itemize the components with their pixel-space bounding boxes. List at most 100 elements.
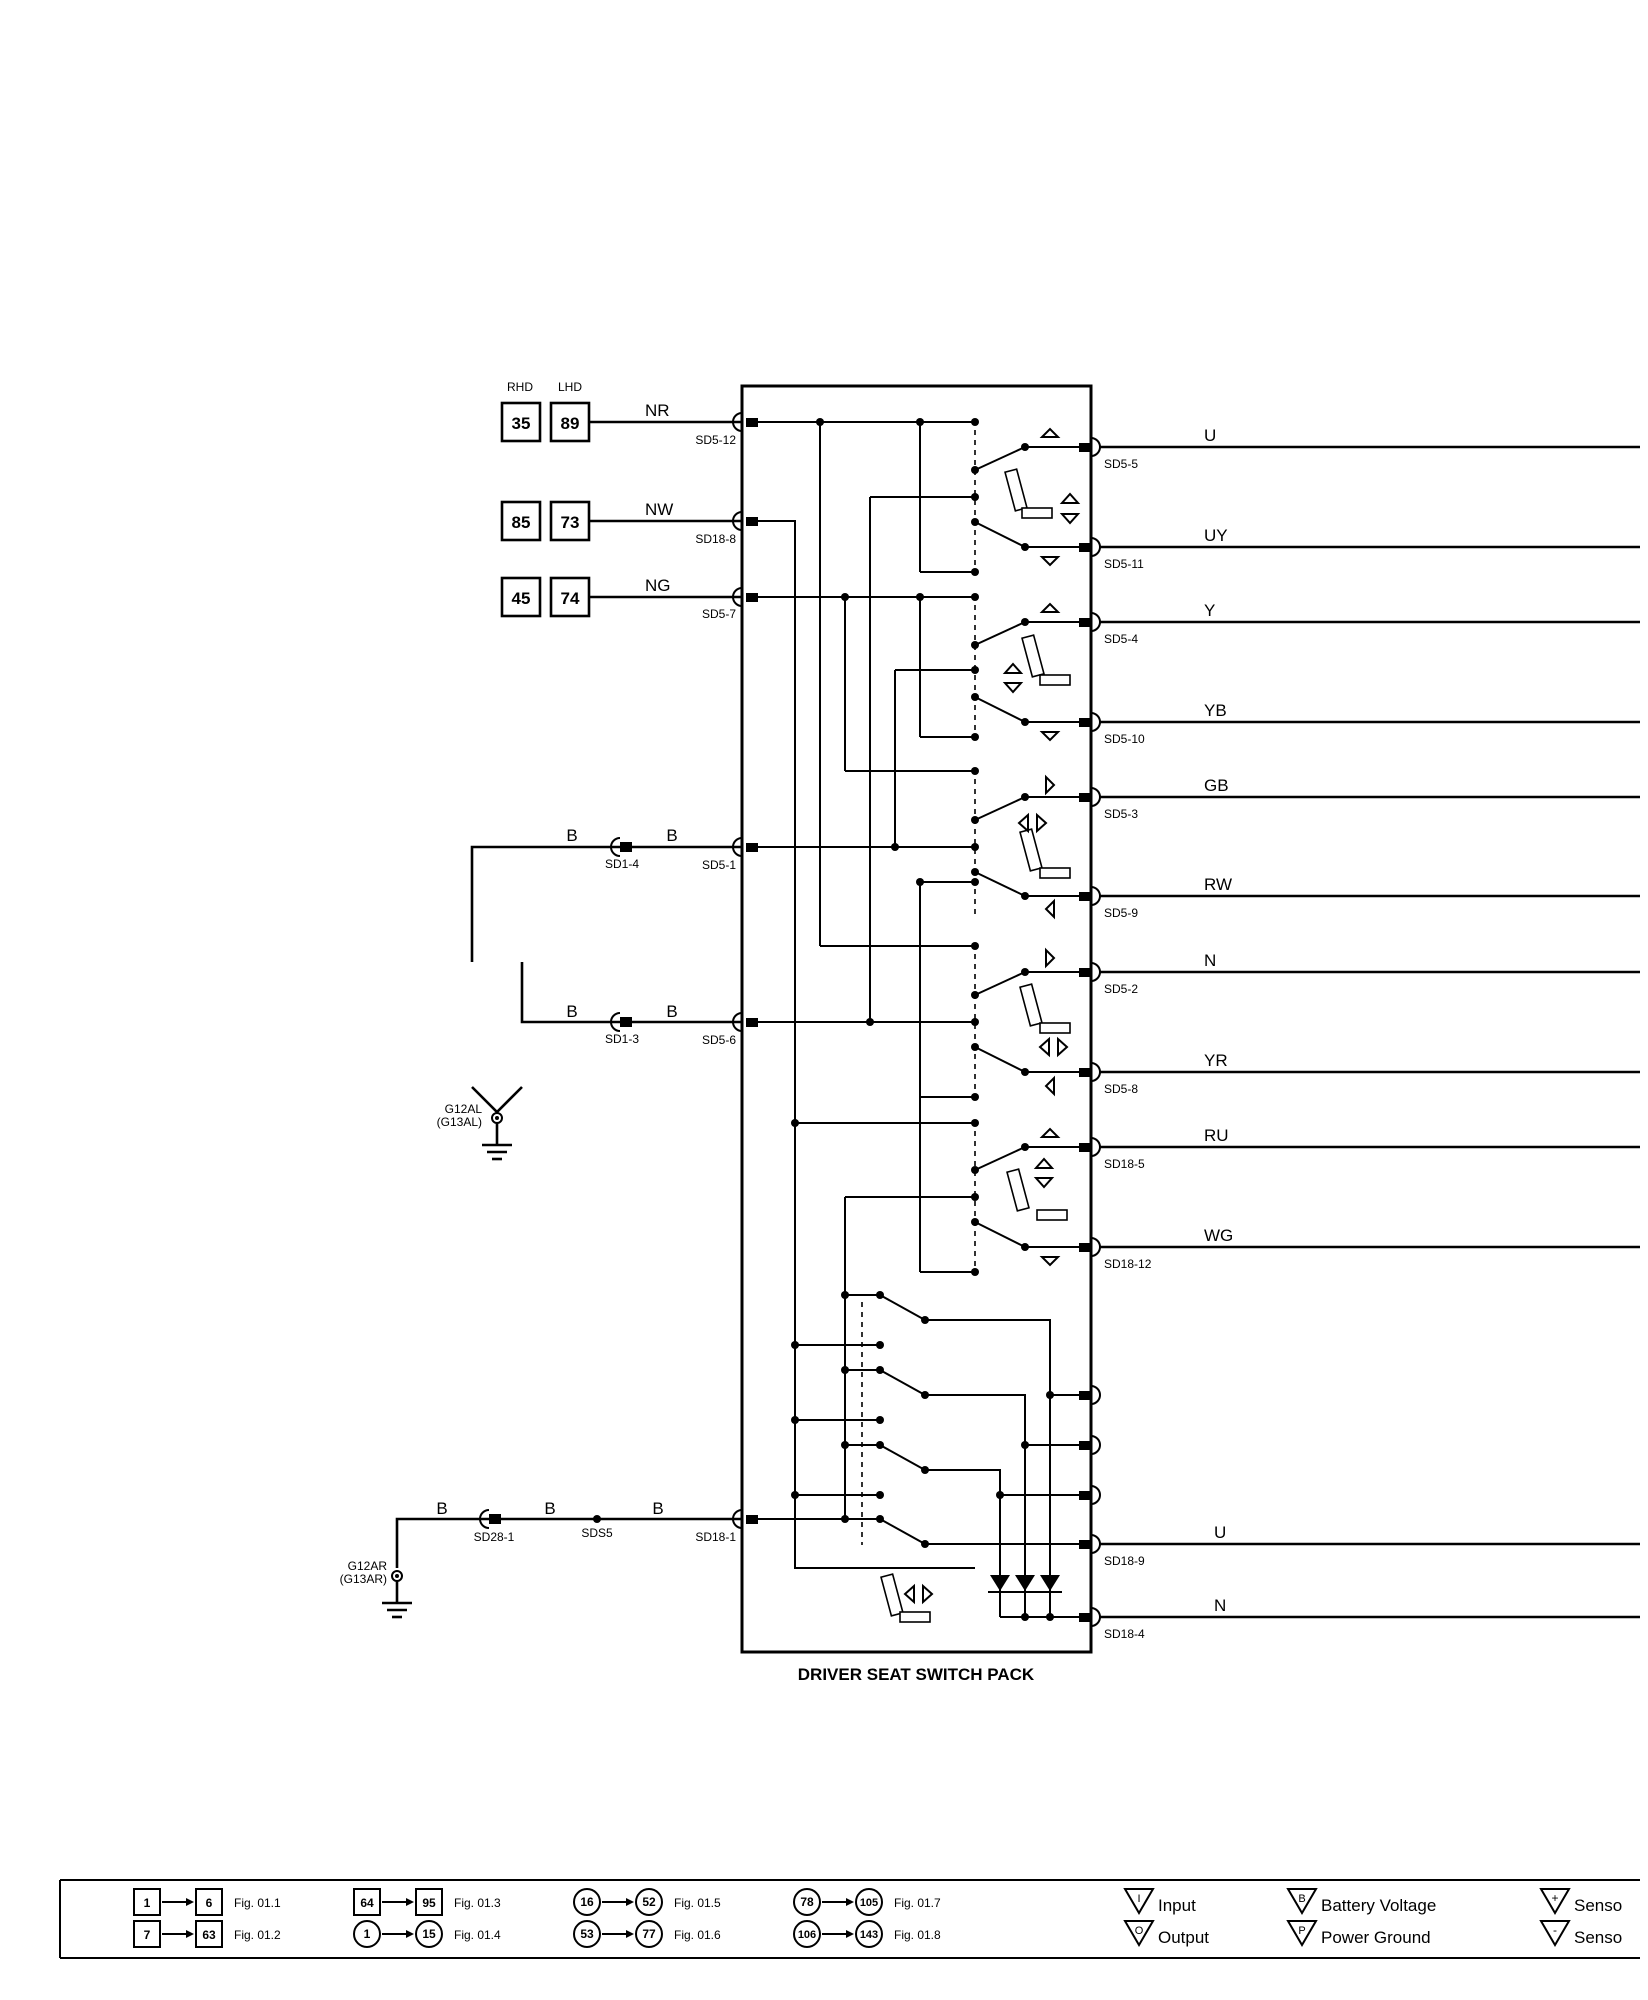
output-pin-label: SD18-4 bbox=[1104, 1627, 1145, 1641]
legend-symbol-power-ground: P Power Ground bbox=[1286, 1920, 1431, 1947]
output-wire-label: RW bbox=[1204, 875, 1232, 894]
svg-text:I: I bbox=[1137, 1893, 1140, 1905]
svg-text:Fig. 01.1: Fig. 01.1 bbox=[234, 1896, 281, 1910]
output-wire-label: YR bbox=[1204, 1051, 1228, 1070]
svg-text:77: 77 bbox=[642, 1927, 656, 1941]
feed-nr: 35 89 NR SD5-12 bbox=[500, 401, 742, 447]
output-pin-label: SD5-5 bbox=[1104, 457, 1138, 471]
ground-branch-sd1-3: B SD1-3 B SD5-6 bbox=[520, 962, 742, 1047]
ground-branch-sd28-1: B SD28-1 B SDS5 B SD18-1 bbox=[395, 1499, 742, 1568]
legend-ref-fig-01-3: 64 95 Fig. 01.3 bbox=[353, 1888, 501, 1916]
ref-rhd-number: 85 bbox=[512, 513, 531, 532]
svg-text:+: + bbox=[1551, 1891, 1558, 1905]
svg-text:143: 143 bbox=[860, 1929, 878, 1941]
svg-text:Fig. 01.5: Fig. 01.5 bbox=[674, 1896, 721, 1910]
svg-text:53: 53 bbox=[580, 1927, 594, 1941]
ref-lhd-number: 89 bbox=[561, 414, 580, 433]
ref-lhd-number: 74 bbox=[561, 589, 580, 608]
wire-color-label: NG bbox=[645, 576, 671, 595]
output-pin-label: SD5-4 bbox=[1104, 632, 1138, 646]
wire-color-label: NW bbox=[645, 500, 673, 519]
inline-connector-label: SD1-4 bbox=[605, 857, 639, 871]
legend-ref-fig-01-2: 7 63 Fig. 01.2 bbox=[133, 1920, 281, 1948]
legend-ref-fig-01-1: 1 6 Fig. 01.1 bbox=[133, 1888, 281, 1916]
svg-text:P: P bbox=[1298, 1925, 1305, 1937]
output-pin-label: SD5-3 bbox=[1104, 807, 1138, 821]
wire-color-label: B bbox=[544, 1499, 555, 1518]
legend-symbol-input: I Input bbox=[1123, 1888, 1196, 1915]
lumbar-switches bbox=[861, 1294, 1091, 1621]
wire-color-label: B bbox=[666, 1002, 677, 1021]
pin-label: SD5-12 bbox=[695, 433, 736, 447]
output-wire-label: N bbox=[1214, 1596, 1226, 1615]
output-pin-label: SD5-8 bbox=[1104, 1082, 1138, 1096]
svg-text:Fig. 01.7: Fig. 01.7 bbox=[894, 1896, 941, 1910]
ref-rhd-number: 35 bbox=[512, 414, 531, 433]
output-wire-label: Y bbox=[1204, 601, 1215, 620]
svg-text:106: 106 bbox=[798, 1929, 816, 1941]
output-labels: U SD5-5 UY SD5-11 Y SD5-4 YB SD5-10 GB S… bbox=[1104, 426, 1233, 1641]
pin-label: SD5-1 bbox=[702, 858, 736, 872]
ground-point-g12ar: G12AR (G13AR) bbox=[340, 1559, 412, 1619]
pin-label: SD5-7 bbox=[702, 607, 736, 621]
wire-color-label: B bbox=[566, 1002, 577, 1021]
output-wire-label: GB bbox=[1204, 776, 1229, 795]
output-pin-label: SD18-12 bbox=[1104, 1257, 1152, 1271]
lumbar-icon bbox=[880, 1573, 934, 1623]
svg-text:105: 105 bbox=[860, 1897, 878, 1909]
svg-text:Fig. 01.8: Fig. 01.8 bbox=[894, 1928, 941, 1942]
output-wire-label: YB bbox=[1204, 701, 1227, 720]
ground-alt-name: (G13AL) bbox=[437, 1115, 482, 1129]
svg-text:7: 7 bbox=[144, 1928, 151, 1942]
output-wire-label: N bbox=[1204, 951, 1216, 970]
feed-nw: 85 73 NW SD18-8 bbox=[500, 500, 742, 546]
svg-text:63: 63 bbox=[202, 1928, 216, 1942]
svg-text:Senso: Senso bbox=[1574, 1928, 1622, 1947]
internal-bus-wiring bbox=[758, 421, 975, 1569]
ground-alt-name: (G13AR) bbox=[340, 1572, 387, 1586]
direction-arrows bbox=[1039, 427, 1061, 1267]
switch-pack-housing bbox=[740, 384, 1093, 1654]
seat-icon-group bbox=[880, 468, 1081, 1623]
svg-text:Fig. 01.6: Fig. 01.6 bbox=[674, 1928, 721, 1942]
wire-color-label: B bbox=[436, 1499, 447, 1518]
svg-text:Input: Input bbox=[1158, 1896, 1196, 1915]
output-wires bbox=[1100, 445, 1640, 1619]
svg-text:O: O bbox=[1135, 1925, 1144, 1937]
wire-color-label: B bbox=[566, 826, 577, 845]
svg-text:6: 6 bbox=[206, 1896, 213, 1910]
pin-label: SD18-8 bbox=[695, 532, 736, 546]
wire-color-label: B bbox=[666, 826, 677, 845]
output-pin-label: SD5-11 bbox=[1104, 557, 1144, 571]
svg-text:Power Ground: Power Ground bbox=[1321, 1928, 1431, 1947]
legend: 1 6 Fig. 01.1 7 63 Fig. 01.2 64 95 Fig. … bbox=[59, 1879, 1640, 1959]
ref-box-rhd bbox=[500, 401, 542, 443]
svg-text:B: B bbox=[1298, 1893, 1305, 1905]
svg-text:Fig. 01.2: Fig. 01.2 bbox=[234, 1928, 281, 1942]
switch-pack-title: DRIVER SEAT SWITCH PACK bbox=[798, 1665, 1035, 1684]
feed-ng: 45 74 NG SD5-7 bbox=[500, 576, 742, 621]
ground-name: G12AL bbox=[445, 1102, 483, 1116]
seat-height-icon bbox=[1004, 468, 1081, 525]
legend-ref-fig-01-4: 1 15 Fig. 01.4 bbox=[353, 1920, 501, 1948]
output-pin-label: SD5-9 bbox=[1104, 906, 1138, 920]
seat-tilt-icon bbox=[1002, 634, 1071, 694]
legend-ref-fig-01-5: 16 52 Fig. 01.5 bbox=[573, 1888, 721, 1916]
legend-symbol-battery: B Battery Voltage bbox=[1286, 1888, 1436, 1915]
splice-label: SDS5 bbox=[581, 1526, 613, 1540]
legend-ref-fig-01-7: 78 105 Fig. 01.7 bbox=[793, 1888, 941, 1916]
svg-text:16: 16 bbox=[580, 1895, 594, 1909]
ground-name: G12AR bbox=[348, 1559, 388, 1573]
ref-box-rhd bbox=[500, 500, 542, 542]
wire-color-label: B bbox=[652, 1499, 663, 1518]
seat-front-height-icon bbox=[1006, 1157, 1068, 1221]
svg-text:78: 78 bbox=[800, 1895, 814, 1909]
inline-connector-label: SD1-3 bbox=[605, 1032, 639, 1046]
output-pin-label: SD5-2 bbox=[1104, 982, 1138, 996]
column-header-lhd: LHD bbox=[558, 380, 582, 394]
svg-text:1: 1 bbox=[364, 1927, 371, 1941]
ref-box-rhd bbox=[500, 576, 542, 618]
svg-text:Fig. 01.4: Fig. 01.4 bbox=[454, 1928, 501, 1942]
svg-text:52: 52 bbox=[642, 1895, 656, 1909]
